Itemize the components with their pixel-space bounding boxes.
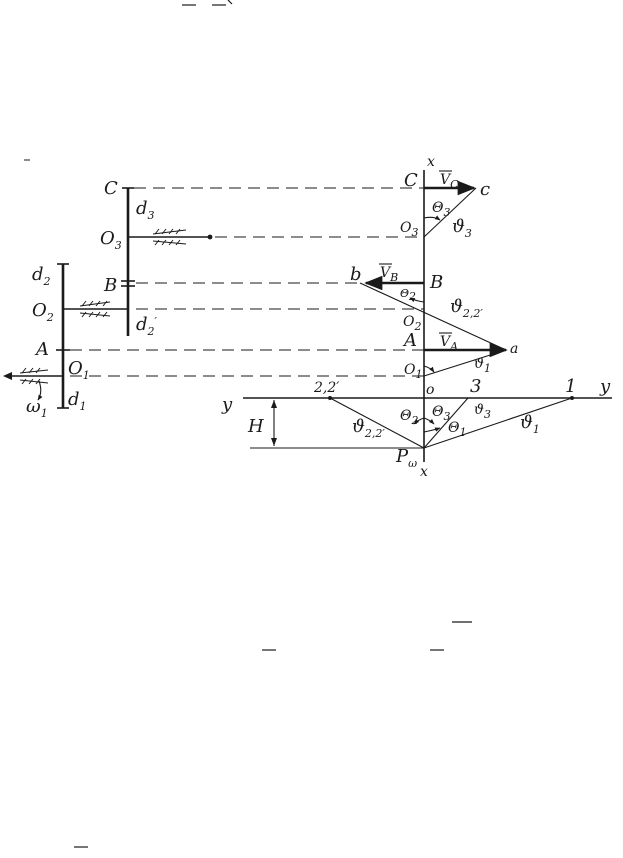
label-vc: VC: [440, 172, 459, 191]
label-a-tip: a: [510, 341, 518, 357]
label-v1-rays: ϑ1: [520, 412, 540, 436]
label-v1: ϑ1: [474, 356, 491, 375]
velocity-plan: x C VC c Θ3 ϑ3 O3 b VB B Θ2 ϑ2,2′ O2 A V…: [350, 154, 518, 462]
line-v1: [423, 349, 507, 377]
label-a-axis: A: [402, 330, 417, 351]
label-d2-prime: d2′: [136, 314, 158, 338]
scan-marks-bottom: [74, 621, 472, 848]
label-o1-axis: O1: [404, 362, 422, 381]
scan-marks: [24, 0, 233, 161]
label-o3-axis: O3: [400, 220, 418, 239]
ray-v22: [329, 397, 425, 449]
label-pt-22: 2,2′: [313, 380, 340, 396]
label-pt-3: 3: [470, 376, 481, 397]
label-b-tip: b: [350, 264, 362, 285]
omega-1-arrow: [37, 380, 43, 401]
label-o2: O2: [32, 300, 54, 324]
label-y-right: y: [599, 376, 611, 397]
label-c: C: [104, 178, 118, 199]
bearing-2-hatch: [79, 300, 111, 318]
label-x-top: x: [427, 154, 435, 170]
angle-theta3-arc: [423, 215, 441, 221]
label-pole: Pω: [395, 446, 417, 470]
label-theta2: Θ2: [400, 287, 416, 303]
label-omega1: ω1: [26, 396, 48, 420]
label-y-left: y: [221, 394, 233, 415]
ray-v3: [423, 397, 469, 449]
shaft-3-end: [207, 234, 213, 240]
label-a: A: [34, 339, 49, 360]
shaft-1-arrow: [3, 372, 12, 380]
line-v22: [359, 282, 507, 351]
label-o2-axis: O2: [403, 314, 421, 333]
projection-lines: [70, 187, 424, 377]
label-origin: o: [426, 382, 434, 398]
bearing-1-hatch: [19, 367, 49, 385]
label-v3: ϑ3: [452, 216, 472, 240]
label-pt-1: 1: [565, 376, 576, 397]
label-d2: d2: [32, 264, 51, 288]
angle-theta1-arc: [423, 365, 435, 373]
label-theta2-rays: Θ2: [400, 408, 418, 427]
label-b: B: [103, 275, 117, 296]
angle-theta2-arc: [409, 297, 425, 303]
label-o1: O1: [68, 358, 90, 382]
label-v22-rays: ϑ2,2′: [352, 416, 385, 440]
label-b-axis: B: [429, 272, 443, 293]
label-va: VA: [440, 334, 458, 353]
label-o3: O3: [100, 228, 122, 252]
label-vb: VB: [380, 265, 398, 284]
label-h: H: [247, 416, 264, 437]
label-v22: ϑ2,2′: [450, 296, 483, 320]
label-v3-rays: ϑ3: [474, 402, 491, 421]
label-x-bottom: x: [420, 464, 428, 480]
label-c-axis: C: [404, 170, 418, 191]
label-theta3: Θ3: [432, 200, 450, 219]
bearing-3-hatch: [152, 228, 187, 246]
label-theta1-rays: Θ1: [448, 420, 466, 439]
line-v3: [423, 187, 477, 238]
label-c-tip: c: [480, 179, 490, 200]
ray-v1: [423, 397, 573, 449]
label-d3: d3: [136, 198, 155, 222]
rays-plan: y y o 2,2′ 3 1 H Θ2 Θ3 Θ1 ϑ3 ϑ2,2′ ϑ1 Pω…: [221, 376, 612, 480]
label-d1: d1: [68, 389, 87, 413]
label-theta3-rays: Θ3: [432, 404, 450, 423]
gear-scheme: C d3 O3 d2 B O2 d2′ A O1 ω1 d1: [3, 178, 213, 420]
